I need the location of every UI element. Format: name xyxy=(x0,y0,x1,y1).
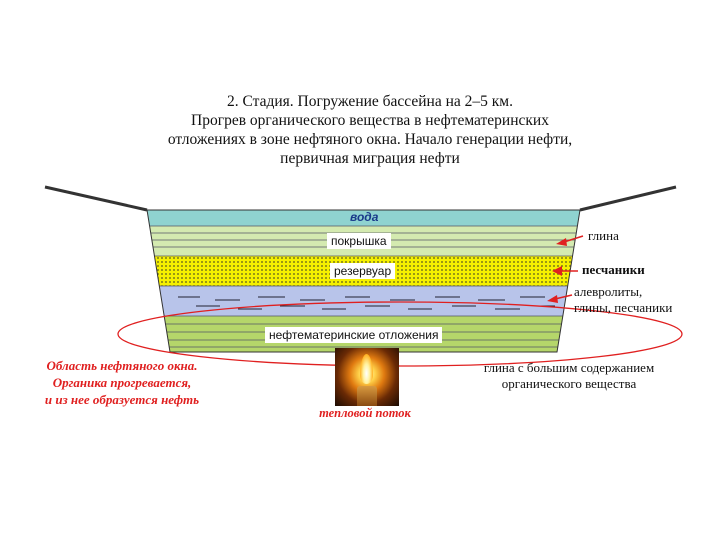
clay-label: глина xyxy=(588,228,619,243)
siltstone-layer xyxy=(147,286,580,316)
oil-window-note-line-1: Область нефтяного окна. xyxy=(46,358,198,373)
water-label: вода xyxy=(350,210,379,224)
reservoir-label: резервуар xyxy=(330,263,396,279)
left-basin-wall xyxy=(44,185,148,212)
oil-window-note-line-2: Органика прогревается, xyxy=(52,375,192,390)
title-line-1: 2. Стадия. Погружение бассейна на 2–5 км… xyxy=(227,93,513,110)
red-arrows xyxy=(547,235,584,303)
heat-flow-label: тепловой поток xyxy=(319,406,411,420)
candle-flame-icon xyxy=(335,348,399,406)
organic-clay-line-1: глина с большим содержанием xyxy=(483,360,655,375)
water-layer xyxy=(147,210,580,226)
title-line-4: первичная миграция нефти xyxy=(280,150,460,167)
diagram-title: 2. Стадия. Погружение бассейна на 2–5 км… xyxy=(120,92,620,168)
siltstone-dashes xyxy=(178,296,555,310)
organic-clay-label: глина с большим содержанием органическог… xyxy=(464,360,674,392)
flame-glyph xyxy=(360,354,373,384)
basin-outline xyxy=(146,209,581,353)
siltstones-label-line-1: алевролиты, xyxy=(574,284,643,299)
title-line-2: Прогрев органического вещества в нефтема… xyxy=(191,112,549,129)
candle-body xyxy=(357,386,377,406)
oil-window-note-line-3: и из нее образуется нефть xyxy=(44,392,200,407)
oil-window-note: Область нефтяного окна. Органика прогрев… xyxy=(22,357,222,408)
siltstones-label-line-2: глины, песчаники xyxy=(574,300,673,315)
sandstones-label: песчаники xyxy=(582,262,645,277)
right-basin-wall xyxy=(579,185,677,212)
title-line-3: отложениях в зоне нефтяного окна. Начало… xyxy=(167,131,573,148)
cap-label: покрышка xyxy=(327,233,391,249)
siltstones-label: алевролиты, глины, песчаники xyxy=(574,284,672,316)
oil-window-oval xyxy=(117,301,683,367)
organic-clay-line-2: органического вещества xyxy=(501,376,637,391)
source-rock-label: нефтематеринские отложения xyxy=(265,327,443,343)
